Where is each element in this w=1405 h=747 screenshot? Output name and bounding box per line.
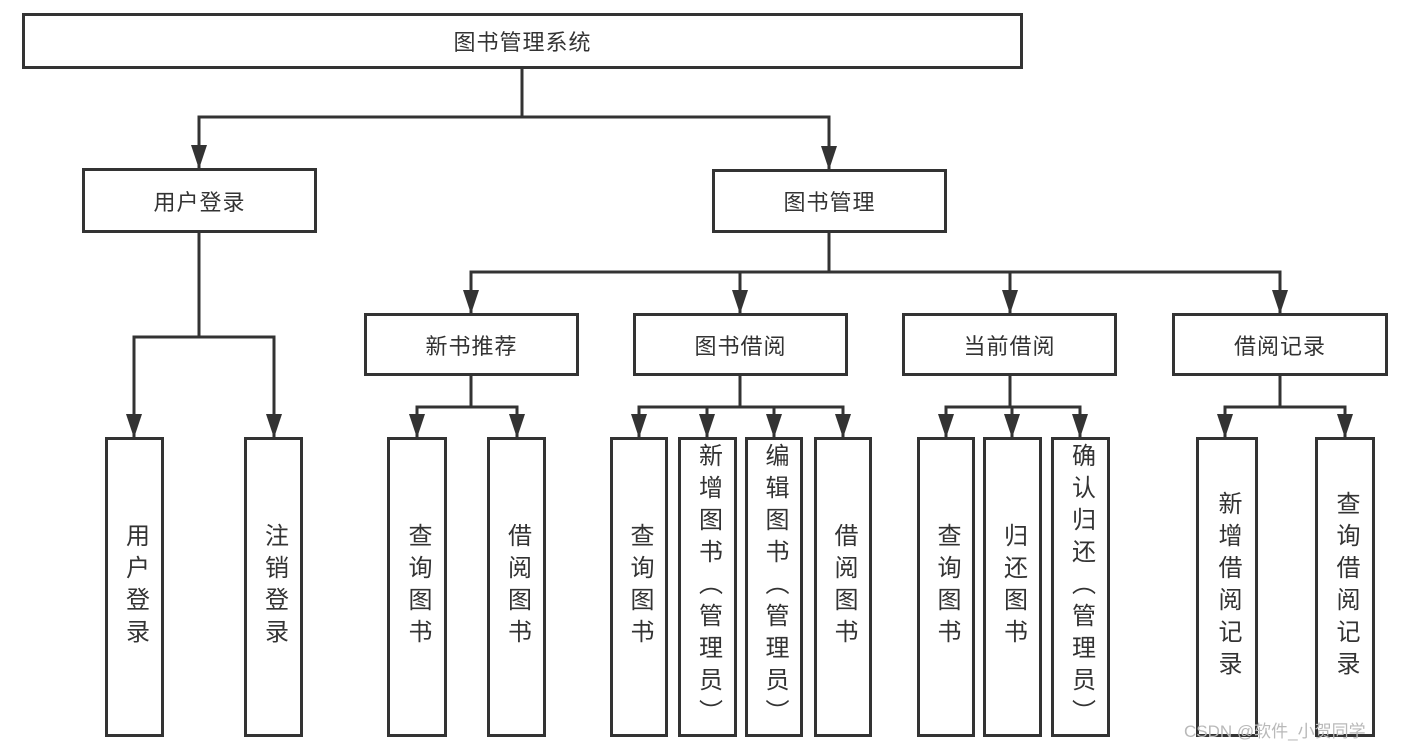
leaf-add-borrow-record: 新增借阅记录 [1196,437,1258,737]
leaf-query-borrow-record: 查询借阅记录 [1315,437,1375,737]
leaf-query-book-1: 查询图书 [387,437,447,737]
book-borrow-fork-line [637,373,845,409]
leaf-query-book-3: 查询图书 [917,437,975,737]
book-management-fork-line [469,231,1282,274]
leaf-return-book: 归还图书 [983,437,1042,737]
leaf-borrow-book-2-label: 借阅图书 [830,523,857,651]
leaf-logout: 注销登录 [244,437,303,737]
leaf-borrow-book-2: 借阅图书 [814,437,872,737]
node-current-borrow: 当前借阅 [902,313,1117,376]
node-root-system: 图书管理系统 [22,13,1023,69]
node-book-management: 图书管理 [712,169,947,233]
borrow-records-fork-line [1223,373,1347,409]
root-fork-line [197,66,831,119]
leaf-edit-book-label: 编辑图书（管理员） [761,443,788,731]
new-book-recommend-fork-line [415,373,519,409]
leaf-query-borrow-record-label: 查询借阅记录 [1332,491,1359,683]
leaf-confirm-return: 确认归还（管理员） [1051,437,1110,737]
csdn-watermark: CSDN @软件_小贺同学 [1184,722,1366,741]
leaf-query-book-2: 查询图书 [610,437,668,737]
leaf-borrow-book-1: 借阅图书 [487,437,546,737]
leaf-query-book-2-label: 查询图书 [626,523,653,651]
leaf-add-book: 新增图书（管理员） [678,437,737,737]
leaf-add-borrow-record-label: 新增借阅记录 [1214,491,1241,683]
user-login-fork-line [132,231,276,339]
leaf-user-login: 用户登录 [105,437,164,737]
leaf-query-book-1-label: 查询图书 [404,523,431,651]
leaf-add-book-label: 新增图书（管理员） [694,443,722,731]
leaf-query-book-3-label: 查询图书 [933,523,960,651]
current-borrow-fork-line [944,373,1082,409]
leaf-edit-book: 编辑图书（管理员） [745,437,803,737]
leaf-confirm-return-label: 确认归还（管理员） [1067,443,1095,731]
leaf-borrow-book-1-label: 借阅图书 [503,523,531,651]
node-book-borrow: 图书借阅 [633,313,848,376]
node-user-login: 用户登录 [82,168,317,233]
leaf-user-login-label: 用户登录 [121,523,149,651]
leaf-return-book-label: 归还图书 [999,523,1027,651]
node-new-book-recommend: 新书推荐 [364,313,579,376]
node-borrow-records: 借阅记录 [1172,313,1388,376]
leaf-logout-label: 注销登录 [260,523,288,651]
